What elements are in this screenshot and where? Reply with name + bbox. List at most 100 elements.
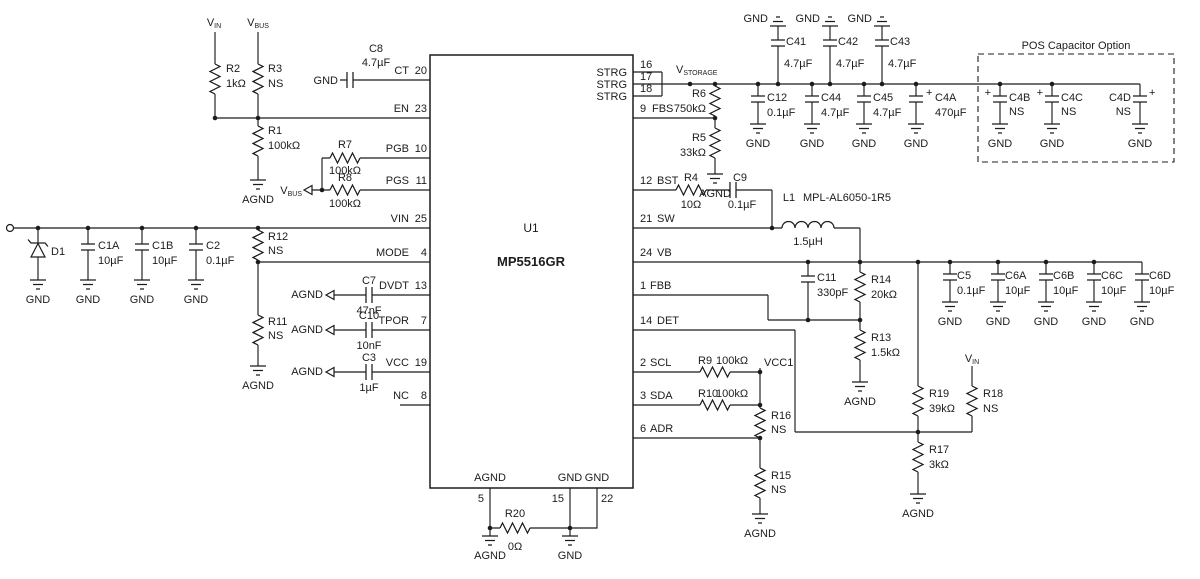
ground-icon — [851, 381, 869, 392]
capacitor-icon — [822, 39, 838, 47]
pin-num-fbs: 9 — [640, 103, 646, 115]
gnd-label: GND — [986, 316, 1011, 328]
junction-dot — [809, 81, 815, 87]
component-ref: C4A — [935, 92, 957, 104]
pin-num-dvdt: 13 — [415, 280, 427, 292]
ground-icon — [803, 123, 821, 134]
pin-name-gnd22: GND — [585, 472, 610, 484]
net-label-sub: BUS — [254, 23, 269, 30]
component-ref: R20 — [505, 508, 525, 520]
junction-dot — [997, 81, 1003, 87]
pin-name-vin: VIN — [391, 213, 409, 225]
component-value: 0.1µF — [206, 255, 235, 267]
junction-dot — [769, 225, 775, 231]
ic-part-number: MP5516GR — [497, 254, 566, 269]
net-label-main: V — [676, 64, 684, 76]
capacitor-C45: C45 4.7µF — [856, 92, 902, 119]
gnd-label: GND — [1040, 138, 1065, 150]
pin-name-sda: SDA — [650, 390, 673, 402]
junction-dot — [915, 429, 921, 435]
pin-num-en: 23 — [415, 103, 427, 115]
component-ref: C43 — [890, 36, 910, 48]
component-ref: C7 — [362, 275, 376, 287]
junction-dot — [995, 259, 1001, 265]
ground-symbols — [29, 16, 1151, 546]
component-value: NS — [1009, 106, 1024, 118]
capacitor-icon — [729, 181, 737, 199]
ground-icon — [749, 123, 767, 134]
resistor-R20: R20 0Ω — [499, 508, 531, 553]
gnd-label: GND — [1128, 138, 1153, 150]
resistor-icon — [754, 467, 766, 499]
resistor-icon — [966, 385, 978, 417]
component-value: 10µF — [1101, 285, 1127, 297]
capacitor-C9: C9 0.1µF — [728, 172, 757, 211]
resistor-R17: R17 3kΩ — [912, 441, 949, 473]
ground-icon — [249, 365, 267, 376]
net-flag-icon — [325, 366, 335, 378]
pin-num-nc: 8 — [421, 390, 427, 402]
component-value: 100kΩ — [329, 198, 361, 210]
component-value: 33kΩ — [680, 147, 706, 159]
pin-num-pgs: 11 — [416, 175, 427, 187]
net-label-vbus-top: VBUS — [247, 17, 269, 30]
net-label-vstorage: VSTORAGE — [676, 64, 718, 77]
resistor-icon — [329, 184, 361, 196]
junction-dot — [827, 81, 833, 87]
capacitor-icon — [990, 273, 1006, 281]
agnd-label: AGND — [474, 550, 506, 562]
resistor-R16: R16 NS — [754, 407, 791, 439]
component-ref: R18 — [983, 388, 1003, 400]
component-ref: R19 — [929, 388, 949, 400]
junction-dot — [913, 81, 919, 87]
resistor-R14: R14 20kΩ — [854, 271, 897, 303]
resistor-R8: R8 100kΩ — [329, 172, 361, 210]
junction-dot — [879, 81, 885, 87]
component-value: 20kΩ — [871, 289, 897, 301]
component-ref: R7 — [338, 139, 352, 151]
junction-dot — [1091, 259, 1097, 265]
component-value: 10Ω — [681, 199, 701, 211]
component-value: NS — [268, 78, 283, 90]
pin-num-strg1: 16 — [640, 59, 652, 71]
zener-diode-icon — [30, 242, 46, 258]
resistor-R19: R19 39kΩ — [912, 385, 955, 417]
component-value: 10µF — [1053, 285, 1079, 297]
pin-num-fbb: 1 — [640, 280, 646, 292]
pin-num-scl: 2 — [640, 357, 646, 369]
resistor-icon — [209, 63, 221, 95]
ground-icon — [1043, 123, 1061, 134]
polarity-plus: + — [985, 87, 991, 99]
pin-num-sda: 3 — [640, 390, 646, 402]
junction-dot — [193, 225, 199, 231]
resistor-R2: R2 1kΩ — [209, 63, 246, 95]
component-ref: C3 — [362, 352, 376, 364]
junction-dot — [1043, 259, 1049, 265]
component-value: 100kΩ — [716, 355, 748, 367]
capacitor-icon — [365, 363, 373, 381]
ground-icon — [751, 513, 769, 524]
junction-dot — [212, 115, 218, 121]
pin-name-dvdt: DVDT — [379, 280, 409, 292]
capacitor-icon — [188, 243, 204, 251]
net-label-main: V — [280, 185, 288, 197]
pin-num-vcc: 19 — [415, 357, 427, 369]
component-ref: R4 — [684, 172, 698, 184]
component-value: 39kΩ — [929, 403, 955, 415]
resistor-icon — [854, 329, 866, 361]
capacitor-icon — [365, 321, 373, 339]
component-value: 0Ω — [508, 541, 522, 553]
component-value: 10nF — [356, 340, 381, 352]
agnd-label: AGND — [744, 528, 776, 540]
capacitor-icon — [1132, 95, 1148, 103]
pin-name-gnd15: GND — [558, 472, 583, 484]
resistor-R10: R10 100kΩ — [698, 388, 748, 411]
resistor-R18: R18 NS — [966, 385, 1003, 417]
ground-icon — [249, 179, 267, 190]
capacitor-C44: C44 4.7µF — [804, 92, 850, 119]
agnd-label: AGND — [291, 289, 323, 301]
ground-icon — [706, 173, 724, 184]
component-value: NS — [268, 245, 283, 257]
net-label-vin-right: VIN — [965, 353, 979, 366]
